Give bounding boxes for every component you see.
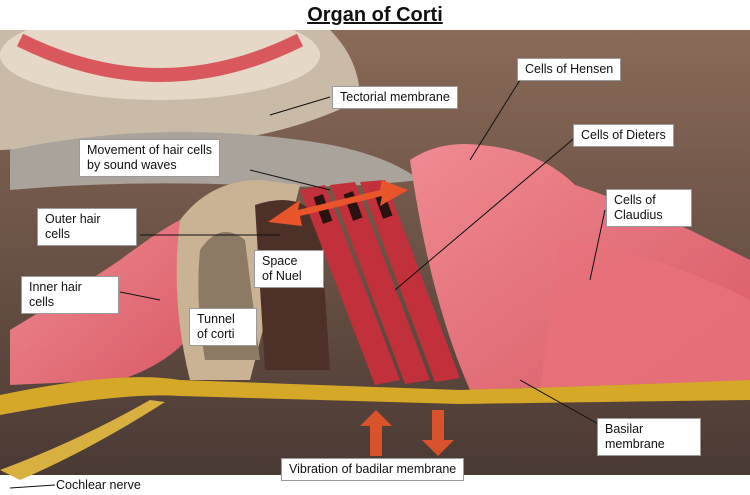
label-cochlear-nerve: Cochlear nerve (56, 478, 141, 492)
label-inner-hair-cells: Inner hair cells (21, 276, 119, 314)
vibration-arrows (360, 410, 454, 456)
label-tunnel-of-corti: Tunnel of corti (189, 308, 257, 346)
label-movement-of-hair-cells: Movement of hair cells by sound waves (79, 139, 221, 177)
basilar-membrane (0, 377, 750, 415)
leader-lines (9, 79, 606, 489)
label-vibration-of-basilar-membrane: Vibration of badilar membrane (281, 458, 465, 481)
diagram-title: Organ of Corti (307, 4, 443, 26)
label-space-of-nuel: Space of Nuel (254, 250, 324, 288)
label-tectorial-membrane: Tectorial membrane (332, 86, 458, 109)
label-basilar-membrane: Basilar membrane (597, 418, 701, 456)
claudius-cells-mass (540, 240, 750, 390)
red-band (16, 33, 304, 82)
outer-hair-cells (300, 180, 460, 385)
label-cells-of-claudius: Cells of Claudius (606, 189, 692, 227)
nerve-fibers (0, 400, 165, 480)
label-cells-of-hensen: Cells of Hensen (517, 58, 622, 81)
movement-arrow (268, 180, 408, 226)
label-outer-hair-cells: Outer hair cells (37, 208, 137, 246)
spiral-limbus (0, 30, 320, 100)
label-cells-of-dieters: Cells of Dieters (573, 124, 674, 147)
